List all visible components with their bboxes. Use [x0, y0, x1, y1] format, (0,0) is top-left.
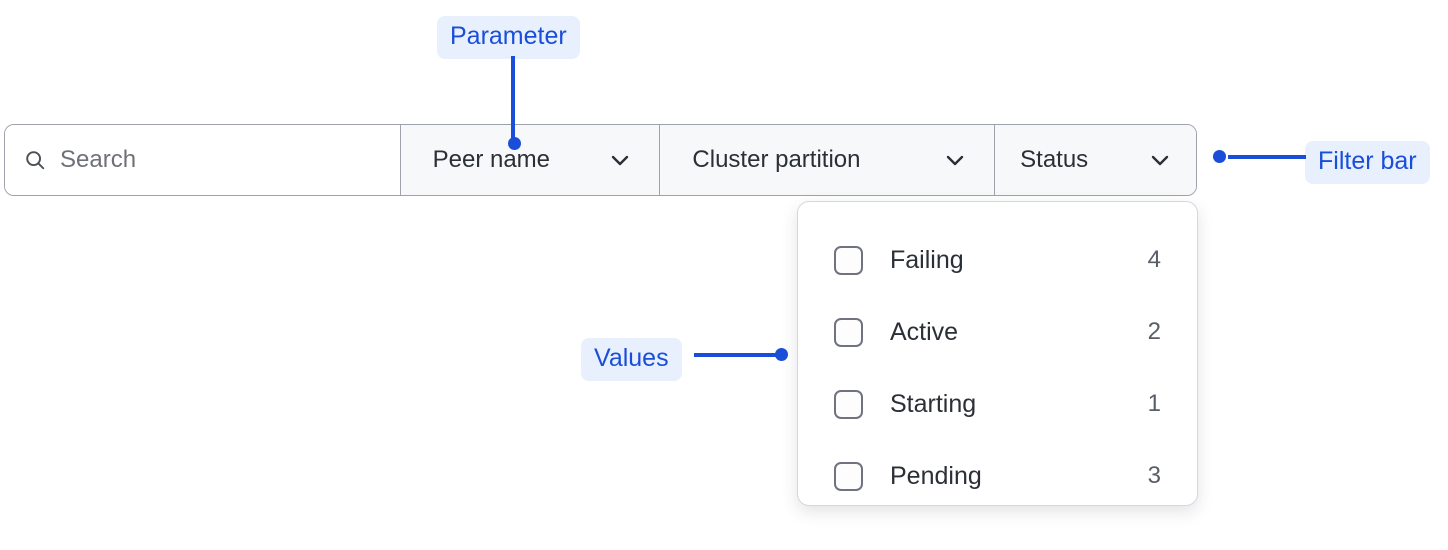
annotation-dot-values: [775, 348, 788, 361]
filter-section-cluster-partition[interactable]: Cluster partition: [660, 125, 996, 195]
chevron-down-icon: [608, 148, 632, 172]
list-item-count: 3: [1147, 462, 1161, 489]
search-icon: [24, 149, 46, 171]
filter-label-status: Status: [1020, 146, 1089, 173]
status-dropdown-panel: Failing 4 Active 2 Starting 1 Pending 3: [797, 201, 1198, 506]
checkbox-pending[interactable]: [834, 461, 863, 491]
list-item[interactable]: Active 2: [798, 296, 1197, 368]
annotation-dot-filter-bar: [1213, 150, 1226, 163]
list-item-count: 2: [1147, 318, 1161, 345]
annotation-values: Values: [581, 338, 682, 381]
list-item-label: Starting: [890, 389, 977, 418]
filter-section-peer-name[interactable]: Peer name: [400, 125, 661, 195]
checkbox-active[interactable]: [834, 317, 863, 347]
list-item[interactable]: Starting 1: [798, 368, 1197, 440]
annotation-parameter: Parameter: [437, 16, 580, 59]
list-item-label: Failing: [890, 245, 964, 274]
list-item-label: Pending: [890, 461, 982, 490]
list-item[interactable]: Pending 3: [798, 440, 1197, 512]
list-item-count: 1: [1147, 390, 1161, 417]
annotation-filter-bar: Filter bar: [1305, 141, 1430, 184]
list-item[interactable]: Failing 4: [798, 224, 1197, 296]
search-section[interactable]: [5, 125, 401, 195]
checkbox-starting[interactable]: [834, 389, 863, 419]
checkbox-failing[interactable]: [834, 245, 863, 275]
filter-bar: Peer name Cluster partition Status: [4, 124, 1197, 196]
filter-label-peer-name: Peer name: [432, 146, 551, 173]
list-item-label: Active: [890, 317, 959, 346]
filter-section-status[interactable]: Status: [995, 125, 1196, 195]
filter-label-cluster-partition: Cluster partition: [692, 146, 861, 173]
annotation-dot-parameter: [508, 137, 521, 150]
chevron-down-icon: [1148, 148, 1172, 172]
list-item-count: 4: [1147, 246, 1161, 273]
annotation-connector-values: [694, 353, 782, 357]
annotation-connector-filter-bar: [1228, 155, 1306, 159]
annotation-connector-parameter: [511, 56, 515, 144]
chevron-down-icon: [943, 148, 967, 172]
search-input[interactable]: [60, 146, 360, 174]
